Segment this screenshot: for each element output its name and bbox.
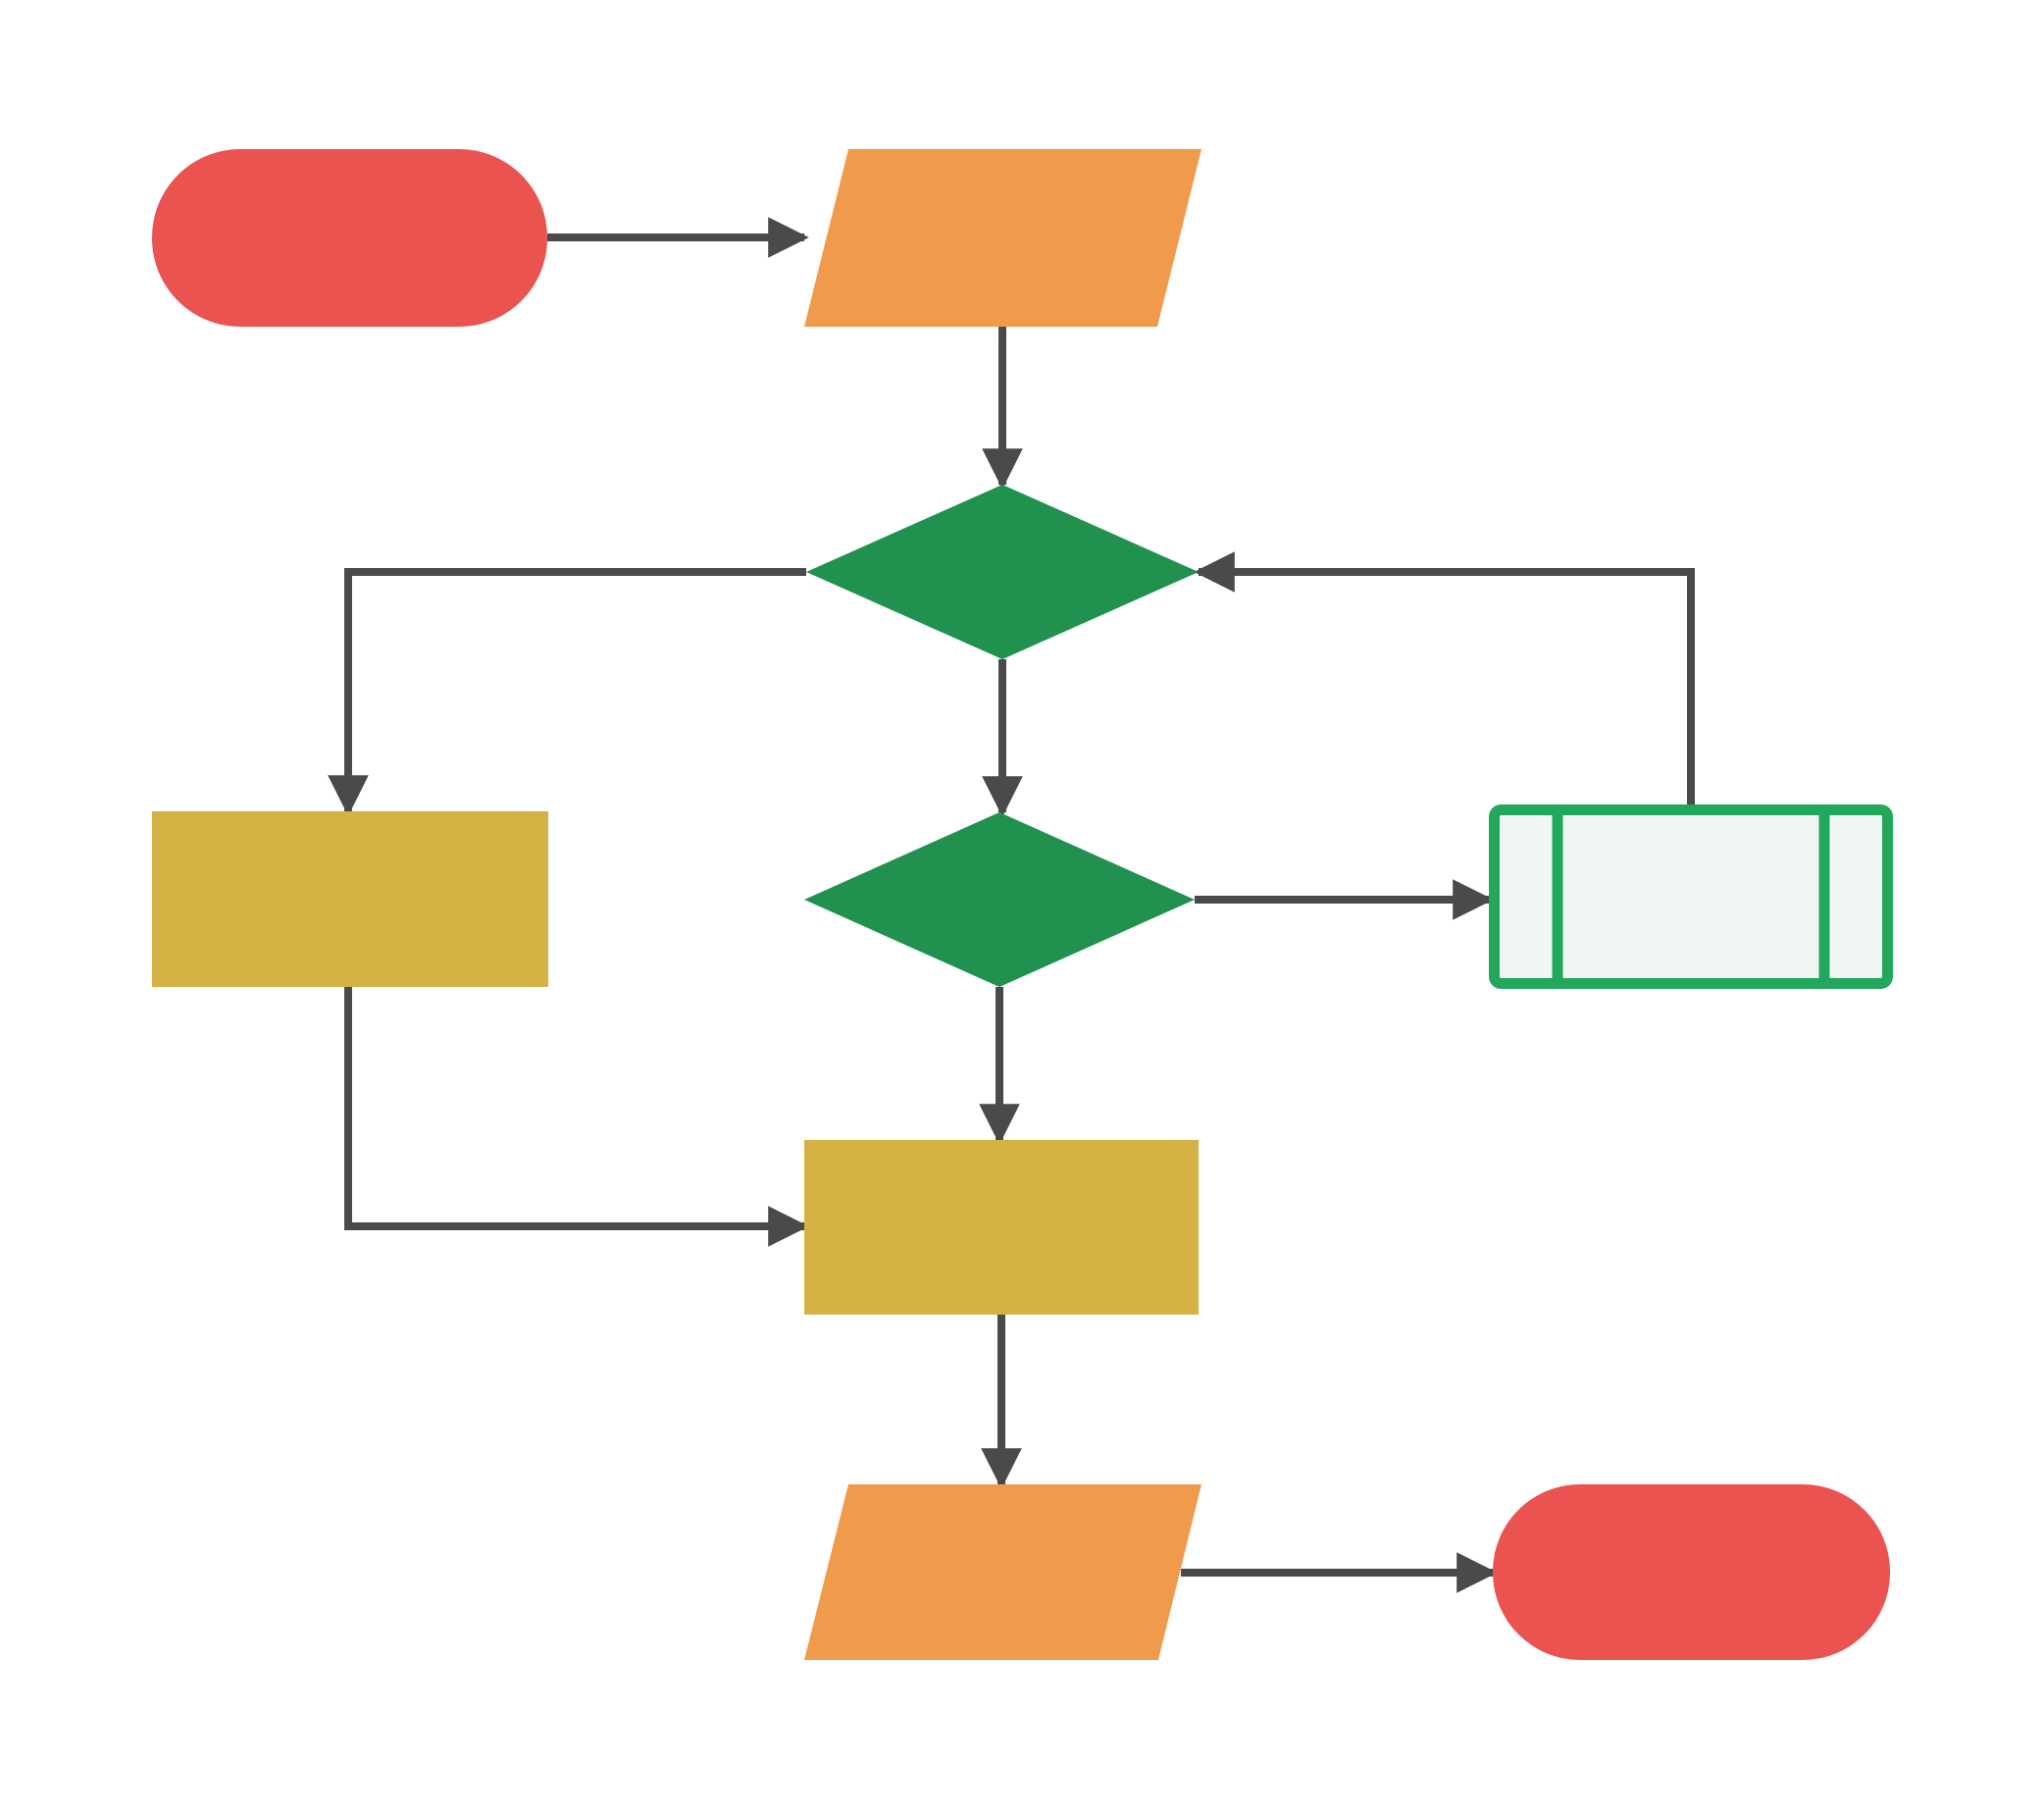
- nodes-layer: [152, 149, 1893, 1660]
- secondary-decision-diamond[interactable]: [804, 812, 1195, 987]
- secondary-decision-shape[interactable]: [804, 812, 1195, 987]
- input-data-parallelogram[interactable]: [804, 149, 1201, 327]
- end-terminator-shape[interactable]: [1493, 1484, 1890, 1660]
- left-process-rectangle[interactable]: [152, 811, 548, 987]
- center-process-rectangle[interactable]: [804, 1140, 1199, 1315]
- connector-subroutine-loop-back-to-decision: [1194, 551, 1695, 804]
- primary-decision-shape[interactable]: [806, 485, 1199, 659]
- end-terminator[interactable]: [1493, 1484, 1890, 1660]
- connectors-layer: [328, 217, 1695, 1593]
- output-data-parallelogram[interactable]: [804, 1484, 1201, 1660]
- subroutine-outer-frame[interactable]: [1489, 804, 1893, 989]
- subroutine-process-box[interactable]: [1489, 804, 1893, 989]
- input-data-shape[interactable]: [804, 149, 1201, 327]
- left-process-shape[interactable]: [152, 811, 548, 987]
- center-process-shape[interactable]: [804, 1140, 1199, 1315]
- start-terminator-shape[interactable]: [152, 149, 547, 327]
- start-terminator[interactable]: [152, 149, 547, 327]
- output-data-shape[interactable]: [804, 1484, 1201, 1660]
- primary-decision-diamond[interactable]: [806, 485, 1199, 659]
- connector-left-process-to-center-process: [344, 987, 809, 1247]
- connector-decision-to-left-process: [328, 568, 806, 816]
